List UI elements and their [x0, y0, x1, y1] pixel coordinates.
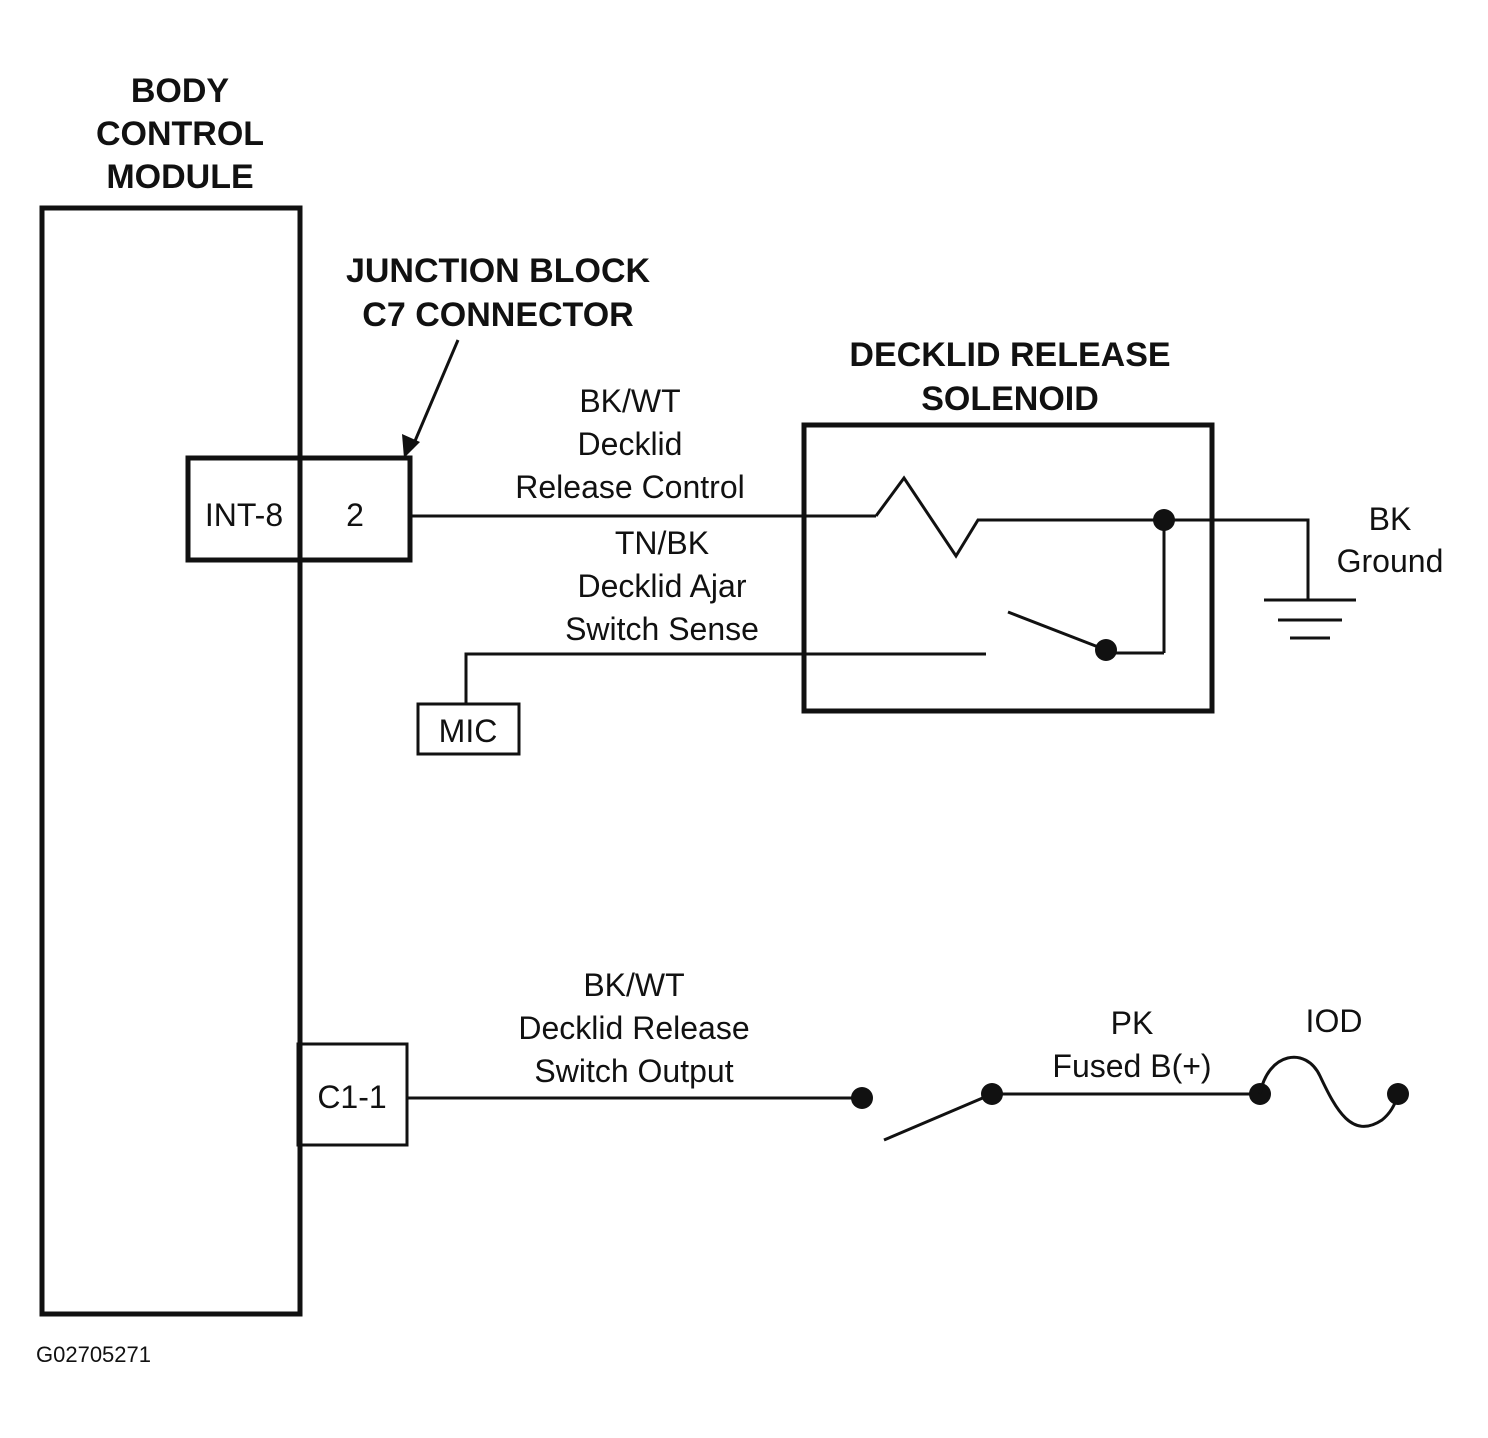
wire-control-name-2: Release Control [515, 469, 744, 505]
pin-2: 2 [346, 497, 364, 533]
solenoid-title-line-2: SOLENOID [921, 380, 1099, 418]
decklid-release-solenoid: DECKLID RELEASE SOLENOID [801, 336, 1215, 714]
bcm-box [39, 205, 303, 1317]
ground-wire [1164, 518, 1310, 600]
release-switch-blade [883, 1092, 993, 1142]
solenoid-box [801, 422, 1215, 714]
bcm-title-line-3: MODULE [106, 158, 253, 196]
fused-name-label: Fused B(+) [1052, 1048, 1211, 1084]
wire-sense-name-2: Switch Sense [565, 611, 759, 647]
wire-control-name-1: Decklid [578, 426, 683, 462]
bcm-title-line-1: BODY [131, 72, 230, 110]
ground-color-label: BK [1369, 501, 1412, 537]
wire-release-control: BK/WT Decklid Release Control [410, 383, 876, 518]
solenoid-coil [874, 475, 1164, 559]
junction-arrowhead [402, 434, 420, 458]
junction-title-line-1: JUNCTION BLOCK [346, 252, 651, 290]
junction-title-line-2: C7 CONNECTOR [362, 296, 633, 334]
fused-color-label: PK [1111, 1005, 1154, 1041]
iod-fuse-symbol [1258, 1055, 1400, 1128]
wire-output-color: BK/WT [583, 967, 684, 1003]
junction-pointer-arrow [410, 339, 460, 449]
c1-pin-label: C1-1 [317, 1079, 386, 1115]
solenoid-title-line-1: DECKLID RELEASE [849, 336, 1170, 374]
bcm-title-line-2: CONTROL [96, 115, 264, 153]
fuse-right-terminal [1387, 1083, 1409, 1105]
release-switch-contact [851, 1087, 873, 1109]
junction-block-connector: JUNCTION BLOCK C7 CONNECTOR INT-8 2 [185, 252, 651, 563]
ground-name-label: Ground [1337, 543, 1444, 579]
wire-output-name-1: Decklid Release [518, 1010, 749, 1046]
wire-switch-sense: TN/BK Decklid Ajar Switch Sense MIC [416, 525, 986, 756]
wire-control-color: BK/WT [579, 383, 680, 419]
wire-sense-name-1: Decklid Ajar [578, 568, 747, 604]
wire-sense-color: TN/BK [615, 525, 709, 561]
c1-connector-box [296, 1042, 409, 1147]
iod-label: IOD [1306, 1003, 1363, 1039]
switch-output-circuit: C1-1 BK/WT Decklid Release Switch Output… [296, 967, 1409, 1147]
sense-wire-line [464, 652, 986, 704]
ground-circuit: BK Ground [1164, 501, 1444, 640]
pin-int-8: INT-8 [205, 497, 283, 533]
ajar-switch-pivot [1095, 639, 1117, 661]
figure-id: G02705271 [36, 1342, 151, 1367]
mic-label: MIC [439, 713, 498, 749]
mic-box [416, 702, 521, 756]
body-control-module: BODY CONTROL MODULE [39, 72, 303, 1317]
junction-connector-box [185, 455, 413, 563]
ajar-switch-blade [1007, 610, 1107, 652]
wire-output-name-2: Switch Output [534, 1053, 733, 1089]
